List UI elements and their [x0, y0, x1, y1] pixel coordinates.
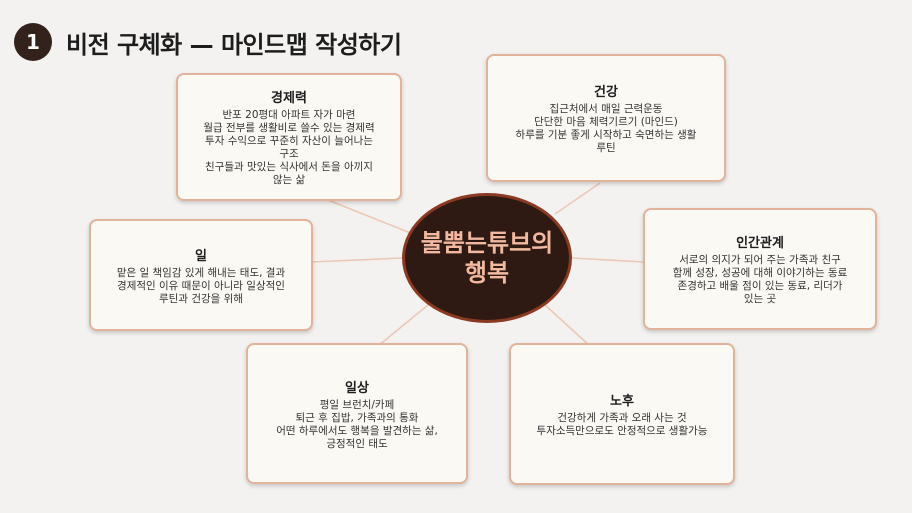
- node-relationships[interactable]: 인간관계 서로의 의지가 되어 주는 가족과 친구 함께 성장, 성공에 대해 …: [643, 208, 877, 330]
- step-number-badge: 1: [14, 23, 52, 61]
- node-finance-line: 친구들과 맛있는 식사에서 돈을 아끼지: [205, 161, 373, 173]
- node-relationships-title: 인간관계: [736, 236, 784, 251]
- central-topic-line: 행복: [464, 259, 510, 287]
- node-finance-line: 않는 삶: [272, 174, 306, 186]
- page-title: 비전 구체화 — 마인드맵 작성하기: [66, 30, 402, 59]
- central-topic[interactable]: 불뿜는튜브의 행복: [402, 193, 572, 323]
- connector-daily: [377, 304, 429, 347]
- node-work-line: 경제적인 이유 때문이 아니라 일상적인: [117, 279, 285, 292]
- node-daily-title: 일상: [345, 380, 369, 396]
- node-work-line: 루틴과 건강을 위해: [159, 292, 243, 305]
- node-retirement-title: 노후: [610, 394, 634, 409]
- node-health[interactable]: 건강 집근처에서 매일 근력운동 단단한 마음 체력기르기 (마인드) 하루를 …: [486, 54, 726, 182]
- node-finance-line: 투자 수익으로 꾸준히 자산이 늘어나는: [205, 135, 373, 147]
- connector-work: [311, 257, 403, 263]
- node-relationships-line: 존경하고 배울 점이 있는 동료, 리더가: [677, 280, 843, 292]
- node-finance-line: 구조: [279, 148, 299, 160]
- node-daily[interactable]: 일상 평일 브런치/카페 퇴근 후 집밥, 가족과의 통화 어떤 하루에서도 행…: [246, 343, 468, 484]
- connector-finance: [327, 199, 419, 237]
- connector-relationships: [571, 257, 645, 263]
- node-retirement-line: 건강하게 가족과 오래 사는 것: [557, 412, 687, 424]
- node-health-line: 집근처에서 매일 근력운동: [549, 103, 663, 115]
- connector-retirement: [544, 304, 591, 347]
- node-finance[interactable]: 경제력 반포 20평대 아파트 자가 마련 월급 전부를 생활비로 쓸수 있는 …: [176, 73, 402, 201]
- node-daily-line: 어떤 하루에서도 행복을 발견하는 삶,: [276, 424, 438, 437]
- node-finance-line: 반포 20평대 아파트 자가 마련: [222, 109, 356, 121]
- header: 1 비전 구체화 — 마인드맵 작성하기: [14, 22, 402, 62]
- node-retirement[interactable]: 노후 건강하게 가족과 오래 사는 것 투자소득만으로도 안정적으로 생활가능: [509, 343, 735, 485]
- node-daily-line: 평일 브런치/카페: [319, 398, 395, 411]
- node-health-line: 하루를 기분 좋게 시작하고 숙면하는 생활: [515, 129, 697, 141]
- node-daily-line: 긍정적인 태도: [326, 437, 388, 450]
- node-relationships-line: 서로의 의지가 되어 주는 가족과 친구: [679, 254, 841, 266]
- node-finance-line: 월급 전부를 생활비로 쓸수 있는 경제력: [203, 122, 375, 134]
- node-daily-line: 퇴근 후 집밥, 가족과의 통화: [295, 411, 419, 424]
- node-health-line: 단단한 마음 체력기르기 (마인드): [534, 116, 678, 128]
- central-topic-line: 불뿜는튜브의: [420, 229, 554, 257]
- node-retirement-line: 투자소득만으로도 안정적으로 생활가능: [536, 425, 708, 437]
- node-health-line: 루틴: [596, 142, 616, 154]
- node-work-line: 맡은 일 책임감 있게 해내는 태도, 결과: [116, 266, 286, 279]
- connector-health: [554, 182, 601, 215]
- node-health-title: 건강: [594, 85, 618, 100]
- node-relationships-line: 함께 성장, 성공에 대해 이야기하는 동료: [672, 267, 848, 279]
- node-finance-title: 경제력: [271, 91, 307, 106]
- node-work-title: 일: [195, 248, 207, 264]
- node-relationships-line: 있는 곳: [743, 293, 777, 305]
- node-work[interactable]: 일 맡은 일 책임감 있게 해내는 태도, 결과 경제적인 이유 때문이 아니라…: [89, 219, 313, 331]
